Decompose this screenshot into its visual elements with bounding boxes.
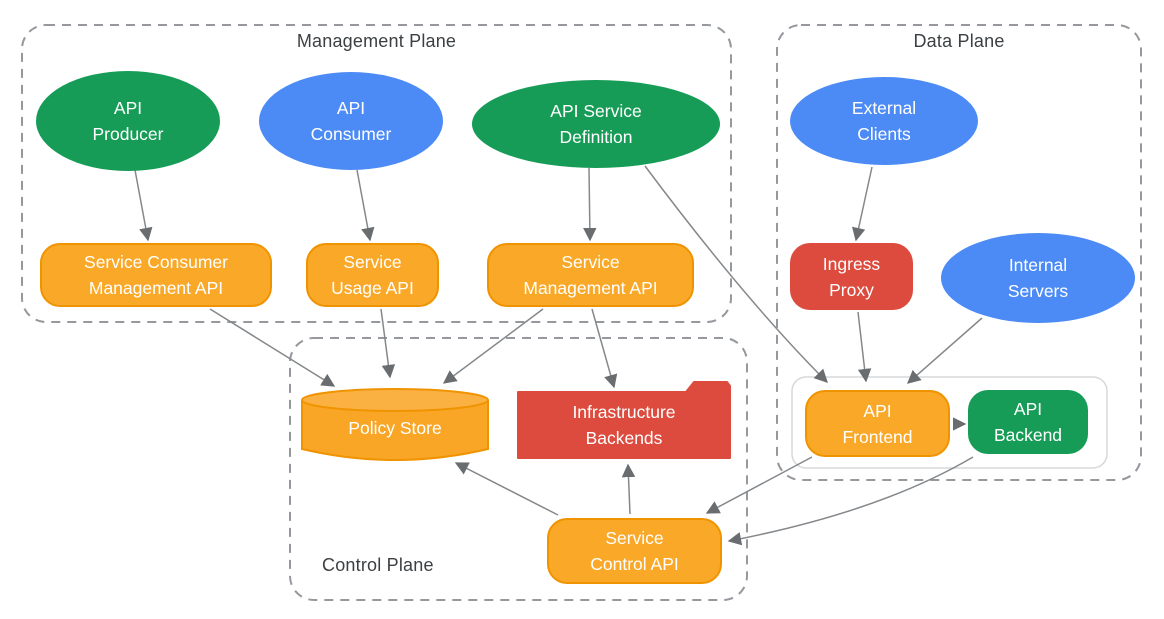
node-label: Service: [561, 252, 620, 272]
edge-mgmt-api-to-policy-store: [442, 308, 544, 384]
node-label: Frontend: [842, 426, 913, 447]
management-plane-title: Management Plane: [296, 31, 457, 51]
node-service-control-api: Service Control API: [547, 518, 722, 584]
management-plane-boundary: [21, 24, 732, 323]
node-ingress-proxy: Ingress Proxy: [790, 243, 913, 310]
node-label: Backend: [993, 425, 1063, 445]
node-label: API Service: [550, 101, 642, 121]
edge-definition-to-mgmt-api: [583, 167, 597, 242]
edge-mgmt-api-to-infra-backends: [591, 308, 618, 389]
node-label: External: [851, 98, 917, 118]
edge-service-control-api-to-policy-store: [454, 462, 559, 516]
node-label: Management API: [523, 278, 658, 298]
node-api-consumer: API Consumer: [259, 72, 443, 170]
edge-external-clients-to-ingress-proxy: [852, 166, 873, 242]
infrastructure-backends-shape: [517, 381, 731, 459]
edge-service-control-api-to-infra-backends: [621, 463, 636, 515]
control-plane-title: Control Plane: [322, 555, 434, 575]
node-label: Proxy: [829, 279, 874, 300]
node-label: Clients: [857, 124, 911, 144]
node-label: Management API: [88, 278, 224, 298]
node-label: API: [1013, 399, 1043, 419]
node-label: Service: [605, 528, 664, 548]
node-internal-servers: Internal Servers: [941, 233, 1135, 323]
edges: [134, 165, 983, 546]
node-label: API: [336, 98, 366, 118]
control-plane-boundary: [289, 337, 748, 601]
node-api-service-definition: API Service Definition: [472, 80, 720, 168]
data-plane-title: Data Plane: [913, 31, 1005, 51]
node-api-producer: API Producer: [36, 71, 220, 171]
node-service-management-api: Service Management API: [487, 243, 694, 307]
node-label: Ingress: [822, 253, 881, 274]
node-label: Service Consumer: [84, 252, 228, 272]
node-label: Producer: [92, 124, 164, 144]
node-label: Usage API: [331, 278, 414, 298]
node-label: API: [113, 98, 143, 118]
node-api-backend: API Backend: [968, 390, 1088, 454]
edge-api-backend-to-service-control-api: [727, 456, 974, 546]
edge-internal-servers-to-api-frontend: [906, 317, 983, 384]
edge-api-frontend-to-service-control-api: [705, 456, 813, 514]
node-api-frontend: API Frontend: [805, 390, 950, 457]
node-label: API: [863, 400, 892, 421]
edge-definition-to-api-frontend: [644, 165, 828, 383]
node-service-consumer-management-api: Service Consumer Management API: [40, 243, 272, 307]
node-label: Control API: [590, 554, 679, 574]
node-service-usage-api: Service Usage API: [306, 243, 439, 307]
edge-consumer-mgmt-api-to-policy-store: [209, 308, 336, 387]
edge-producer-to-consumer-mgmt-api: [134, 169, 153, 242]
edge-usage-api-to-policy-store: [380, 308, 396, 379]
node-label: Definition: [559, 127, 633, 147]
policy-store-shape: [301, 388, 489, 461]
node-label: Service: [343, 252, 402, 272]
node-label: Consumer: [310, 124, 392, 144]
edge-consumer-to-usage-api: [356, 169, 375, 242]
node-label: Servers: [1007, 281, 1069, 301]
node-external-clients: External Clients: [790, 77, 978, 165]
edge-ingress-proxy-to-api-frontend: [857, 311, 872, 383]
node-label: Internal: [1008, 255, 1068, 275]
